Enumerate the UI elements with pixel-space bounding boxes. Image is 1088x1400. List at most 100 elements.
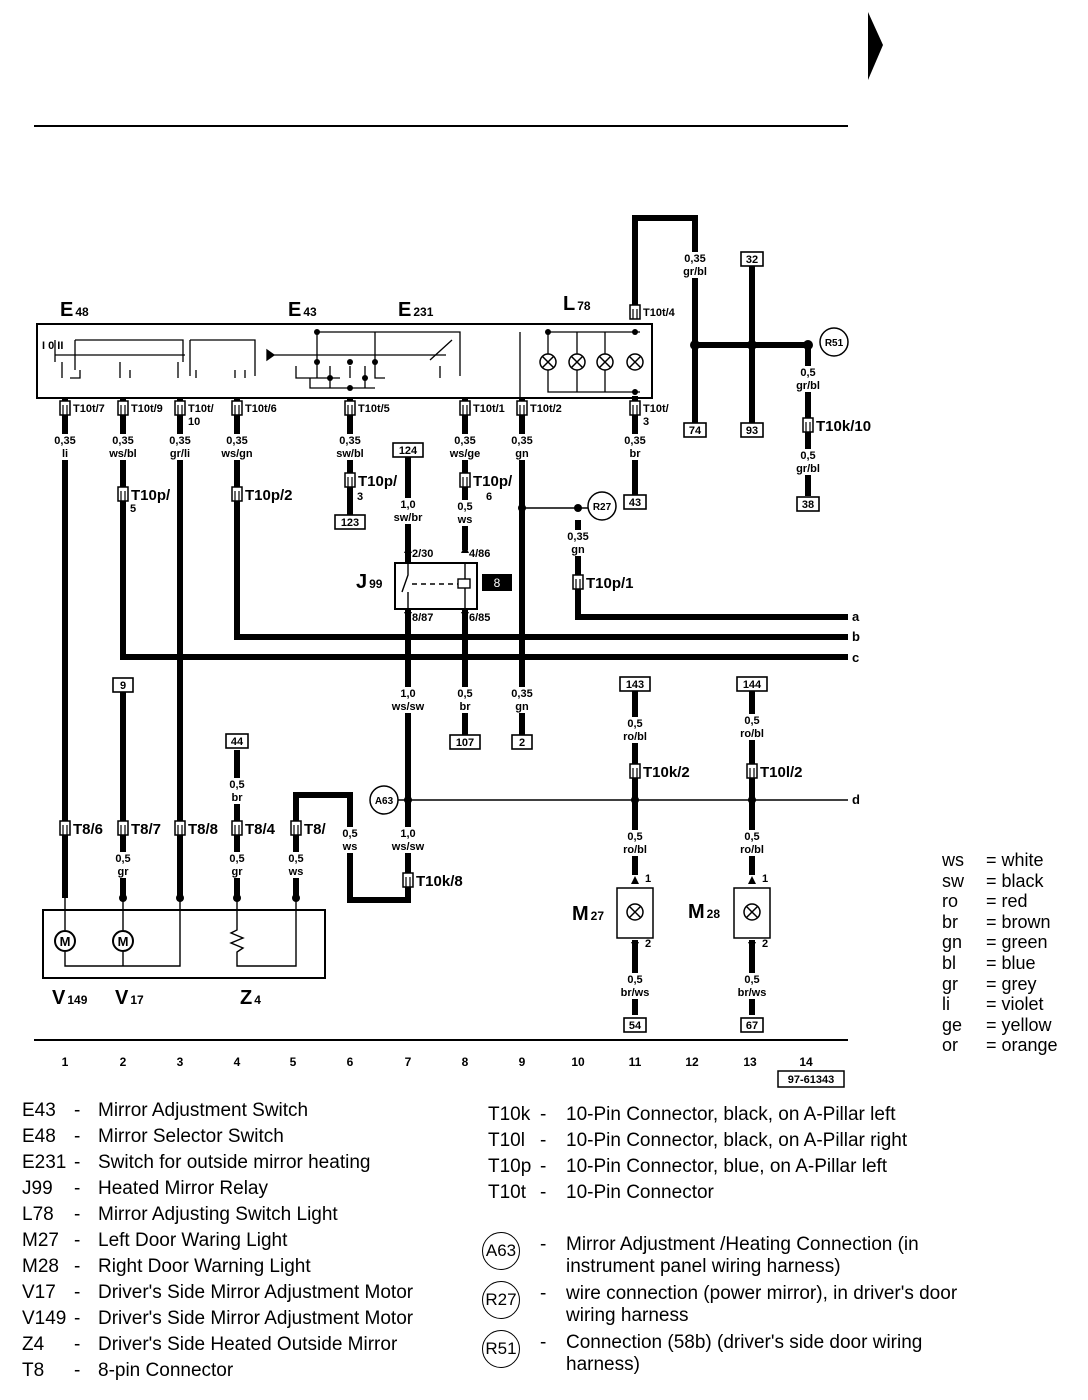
switch-housing (36, 323, 653, 399)
color-abbr: gr (942, 973, 959, 994)
switch-internals (54, 331, 640, 400)
connection-circle-r27 (587, 491, 617, 521)
column-number: 9 (519, 1055, 526, 1069)
pin-number: 1 (762, 873, 768, 885)
wire-label: 0,5ws (278, 852, 314, 878)
wire-label: 0,5ws (332, 827, 368, 853)
ref-box-32 (740, 251, 764, 267)
wire-label: 0,5ro/bl (734, 714, 770, 740)
wire-label: 0,5ws (447, 500, 483, 526)
legend-dash: - (74, 1178, 81, 1199)
svg-text:gr: gr (232, 866, 244, 878)
color-name: black (1001, 870, 1044, 891)
svg-text:gr/bl: gr/bl (796, 463, 820, 475)
svg-text:0,35: 0,35 (511, 435, 532, 447)
connector-label: T10p/ (473, 473, 513, 490)
ref-box-123 (334, 514, 366, 530)
wire-label: 0,5br/ws (617, 973, 653, 999)
connector-T10p-2: T10p/2 (231, 486, 293, 504)
connector-label: T10t/2 (530, 403, 562, 415)
svg-text:0,35: 0,35 (169, 435, 190, 447)
ref-box-67 (740, 1017, 764, 1033)
svg-text:0,35: 0,35 (112, 435, 133, 447)
color-name: green (1001, 932, 1048, 953)
pin-arrows (404, 545, 756, 950)
legend-code: J99 (22, 1178, 53, 1199)
ref-box-144 (736, 676, 768, 692)
svg-text:br/ws: br/ws (621, 987, 650, 999)
legend-dash: - (540, 1182, 547, 1203)
ref-number: 38 (802, 499, 814, 511)
connector-label: T10p/ (131, 487, 171, 504)
connector-label: T8/ (304, 821, 327, 838)
wire-label: 0,5ro/bl (617, 830, 653, 856)
color-key-row: gr= grey (942, 973, 1037, 994)
connector-T10k-10: T10k/10 (802, 417, 871, 435)
ref-number: 107 (456, 737, 474, 749)
connection-circle-r51 (819, 327, 849, 357)
relay-position-number: 8 (494, 576, 501, 590)
svg-text:gr/li: gr/li (170, 448, 190, 460)
svg-text:0,35: 0,35 (226, 435, 247, 447)
connection-circle-a63 (369, 785, 399, 815)
wire-label: 0,5br/ws (734, 973, 770, 999)
column-number: 5 (290, 1055, 297, 1069)
legend-circle-r27: R27 (482, 1281, 520, 1319)
wire-label: 0,5gr (105, 852, 141, 878)
legend-code: T8 (22, 1360, 45, 1381)
line-letter-b: b (852, 629, 860, 644)
connector-T10t-6: T10t/6 (231, 400, 277, 416)
column-number: 4 (234, 1055, 241, 1069)
legend-dash: - (540, 1156, 547, 1177)
svg-text:0,35: 0,35 (567, 531, 588, 543)
legend-description: 10-Pin Connector, black, on A-Pillar lef… (566, 1104, 896, 1125)
color-key-row: li= violet (942, 994, 1044, 1015)
m27-housing (616, 887, 654, 939)
connector-label: T10l/2 (760, 764, 803, 781)
color-key-row: ro= red (942, 891, 1028, 912)
connector-T10p-1: T10p/1 (572, 574, 634, 592)
legend-description: instrument panel wiring harness) (566, 1256, 841, 1277)
connector-label: T10p/1 (586, 575, 634, 592)
switch-position-marking: I 0 II (42, 340, 63, 352)
ref-box-93 (740, 422, 764, 438)
wire-label: 1,0ws/sw (390, 827, 426, 853)
wire-label: 0,5br (219, 778, 255, 804)
svg-text:ws/sw: ws/sw (391, 701, 425, 713)
connector-label: T10p/ (358, 473, 398, 490)
ref-number: 2 (519, 737, 525, 749)
color-name: red (1001, 891, 1028, 912)
ref-number: 123 (341, 517, 359, 529)
color-name: grey (1001, 973, 1037, 994)
legend-description: Driver's Side Mirror Adjustment Motor (98, 1282, 414, 1303)
svg-text:ws: ws (342, 841, 358, 853)
legend-description: Switch for outside mirror heating (98, 1152, 371, 1173)
pin-number: 4/86 (469, 548, 490, 560)
right-line-letters: a b c d (852, 609, 860, 807)
svg-text:sw/br: sw/br (394, 512, 423, 524)
l78-lamps (539, 353, 644, 371)
legend-dash: - (540, 1234, 547, 1255)
connector-label: T10t/6 (245, 403, 277, 415)
warning-lights (616, 887, 771, 939)
color-key-row: sw= black (942, 870, 1044, 891)
color-abbr: ge (942, 1014, 963, 1035)
page-forward-arrow[interactable] (868, 12, 883, 80)
ref-number: 93 (746, 425, 758, 437)
connector-label-suffix: 10 (188, 416, 200, 428)
legend-description: Connection (58b) (driver's side door wir… (566, 1332, 923, 1353)
connector-label: T10t/ (188, 403, 214, 415)
legend-dash: - (74, 1360, 81, 1381)
wire-label: 0,5gr/bl (790, 366, 826, 392)
connector-label-suffix: 6 (486, 491, 492, 503)
ref-box-2 (511, 734, 533, 750)
legend-code: E231 (22, 1152, 67, 1173)
legend-dash: - (74, 1204, 81, 1225)
